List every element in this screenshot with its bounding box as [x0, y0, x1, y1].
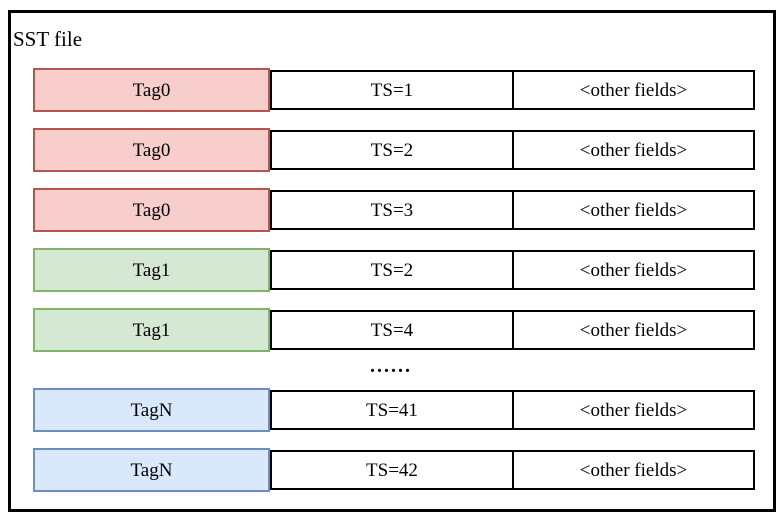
- sst-row: TagN TS=41 <other fields>: [33, 388, 755, 432]
- other-fields-cell: <other fields>: [512, 70, 755, 110]
- sst-row: Tag0 TS=1 <other fields>: [33, 68, 755, 112]
- other-fields-cell: <other fields>: [512, 250, 755, 290]
- tag-cell: TagN: [33, 448, 270, 492]
- sst-file-label: SST file: [13, 27, 83, 51]
- sst-row: TagN TS=42 <other fields>: [33, 448, 755, 492]
- sst-row: Tag0 TS=3 <other fields>: [33, 188, 755, 232]
- other-fields-cell: <other fields>: [512, 190, 755, 230]
- sst-row: Tag1 TS=4 <other fields>: [33, 308, 755, 352]
- sst-row: Tag1 TS=2 <other fields>: [33, 248, 755, 292]
- tag-cell: Tag0: [33, 128, 270, 172]
- tag-cell: Tag0: [33, 68, 270, 112]
- ts-cell: TS=42: [270, 450, 512, 490]
- tag-cell: Tag1: [33, 248, 270, 292]
- sst-row: Tag0 TS=2 <other fields>: [33, 128, 755, 172]
- ts-cell: TS=2: [270, 250, 512, 290]
- ts-cell: TS=41: [270, 390, 512, 430]
- other-fields-cell: <other fields>: [512, 450, 755, 490]
- ts-cell: TS=2: [270, 130, 512, 170]
- other-fields-cell: <other fields>: [512, 130, 755, 170]
- sst-file-box: SST file Tag0 TS=1 <other fields> Tag0 T…: [8, 10, 776, 512]
- ellipsis-dots: ......: [370, 355, 412, 377]
- other-fields-cell: <other fields>: [512, 390, 755, 430]
- ts-cell: TS=1: [270, 70, 512, 110]
- tag-cell: Tag0: [33, 188, 270, 232]
- tag-cell: Tag1: [33, 308, 270, 352]
- tag-cell: TagN: [33, 388, 270, 432]
- ts-cell: TS=4: [270, 310, 512, 350]
- other-fields-cell: <other fields>: [512, 310, 755, 350]
- ts-cell: TS=3: [270, 190, 512, 230]
